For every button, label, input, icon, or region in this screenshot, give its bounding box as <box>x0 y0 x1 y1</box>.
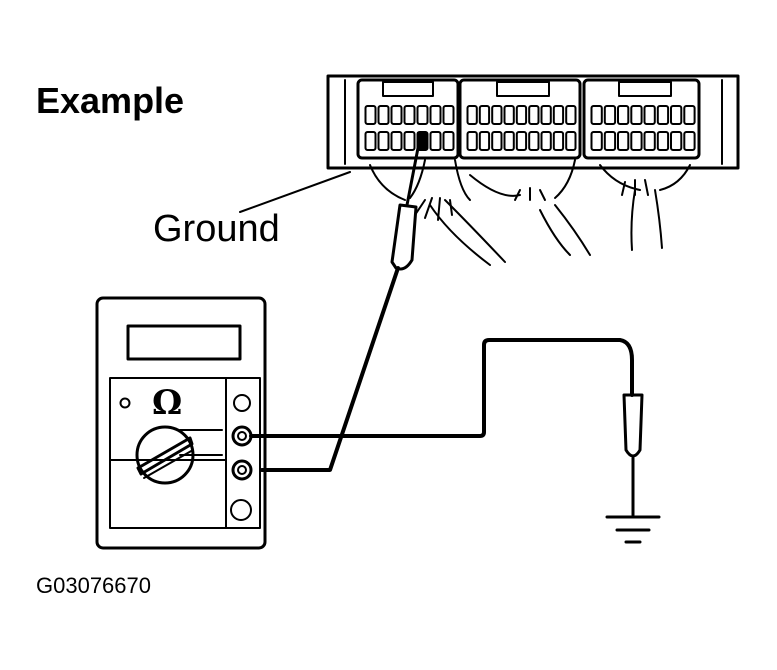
connector-pin <box>590 105 603 125</box>
wire-harness <box>369 159 691 266</box>
connector-pin <box>442 105 455 125</box>
connector-pin <box>565 105 577 125</box>
connector-pin <box>491 105 503 125</box>
connector-pin <box>617 105 630 125</box>
ground-probe <box>622 393 644 517</box>
jack-top[interactable] <box>233 394 251 412</box>
connector-pin <box>466 105 478 125</box>
indicator-dot <box>119 397 131 409</box>
connector-pin <box>656 131 670 151</box>
connector-pin <box>552 105 565 125</box>
ground-leader-line <box>239 171 351 213</box>
connector-pins <box>364 105 696 151</box>
connector-pin <box>552 131 565 151</box>
connector-pin <box>528 131 540 151</box>
connector-pin <box>617 131 630 151</box>
connector-pin <box>540 131 552 151</box>
connector-pin <box>478 105 491 125</box>
connector-pin <box>491 131 503 151</box>
connector-pin <box>643 105 656 125</box>
selector-dial[interactable] <box>135 425 195 485</box>
connector-pin <box>403 105 416 125</box>
connector-probe <box>390 146 420 271</box>
connector-pin <box>590 131 603 151</box>
connector-pin <box>683 131 696 151</box>
connector-pin <box>630 131 643 151</box>
connector-pin <box>643 131 656 151</box>
connector-pin <box>670 131 683 151</box>
connector-pin <box>670 105 683 125</box>
figure-code: G03076670 <box>36 573 151 598</box>
connector-pin <box>565 131 577 151</box>
connector-pin <box>442 131 455 151</box>
ohm-symbol: Ω <box>152 383 182 423</box>
connector-pin <box>390 131 403 151</box>
jack-bottom[interactable] <box>230 499 252 521</box>
connector-pin <box>429 131 442 151</box>
ecu-connector <box>326 74 740 170</box>
connector-pin <box>466 131 478 151</box>
connector-pin <box>515 131 528 151</box>
connector-pin <box>416 105 429 125</box>
connector-pin <box>390 105 403 125</box>
connector-pin <box>656 105 670 125</box>
connector-pin <box>683 105 696 125</box>
connector-pin <box>503 131 515 151</box>
ground-lead-wire <box>249 338 634 438</box>
multimeter: Ω <box>95 296 267 550</box>
connector-pin <box>403 131 416 151</box>
connector-pin <box>364 105 377 125</box>
connector-pin <box>429 105 442 125</box>
connector-pin <box>503 105 515 125</box>
jack-ohm[interactable] <box>231 459 253 481</box>
connector-pin <box>603 105 617 125</box>
connector-pin <box>377 105 390 125</box>
jack-com[interactable] <box>231 425 253 447</box>
connector-pin <box>377 131 390 151</box>
connector-pin <box>515 105 528 125</box>
connector-pin <box>603 131 617 151</box>
connector-pin <box>528 105 540 125</box>
ground-symbol <box>605 515 661 544</box>
example-title: Example <box>36 80 184 121</box>
connector-pin <box>540 105 552 125</box>
connector-pin <box>364 131 377 151</box>
connector-pin <box>630 105 643 125</box>
ground-label: Ground <box>153 208 280 250</box>
probe-lead-wire <box>260 266 400 472</box>
meter-display <box>126 324 242 361</box>
connector-pin <box>478 131 491 151</box>
ground-terminal-pin <box>417 132 427 150</box>
